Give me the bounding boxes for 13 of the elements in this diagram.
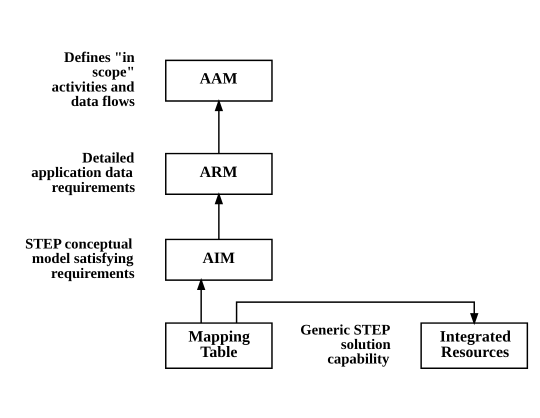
node-box: AAM <box>165 59 273 102</box>
arrow <box>214 98 224 153</box>
node-box: ARM <box>165 152 273 194</box>
node-box: Integrated Resources <box>420 322 528 368</box>
arrow <box>236 300 478 325</box>
node-label: Defines "in scope" activities and data flows <box>52 49 135 110</box>
node-label: STEP conceptual model satisfying requirements <box>25 236 135 282</box>
node-label: Generic STEP solution capability <box>300 322 391 368</box>
arrow <box>214 192 224 239</box>
node-label: Detailed application data requirements <box>31 150 136 196</box>
node-box: Mapping Table <box>165 322 273 368</box>
arrow <box>196 278 206 322</box>
node-box: AIM <box>165 238 273 280</box>
